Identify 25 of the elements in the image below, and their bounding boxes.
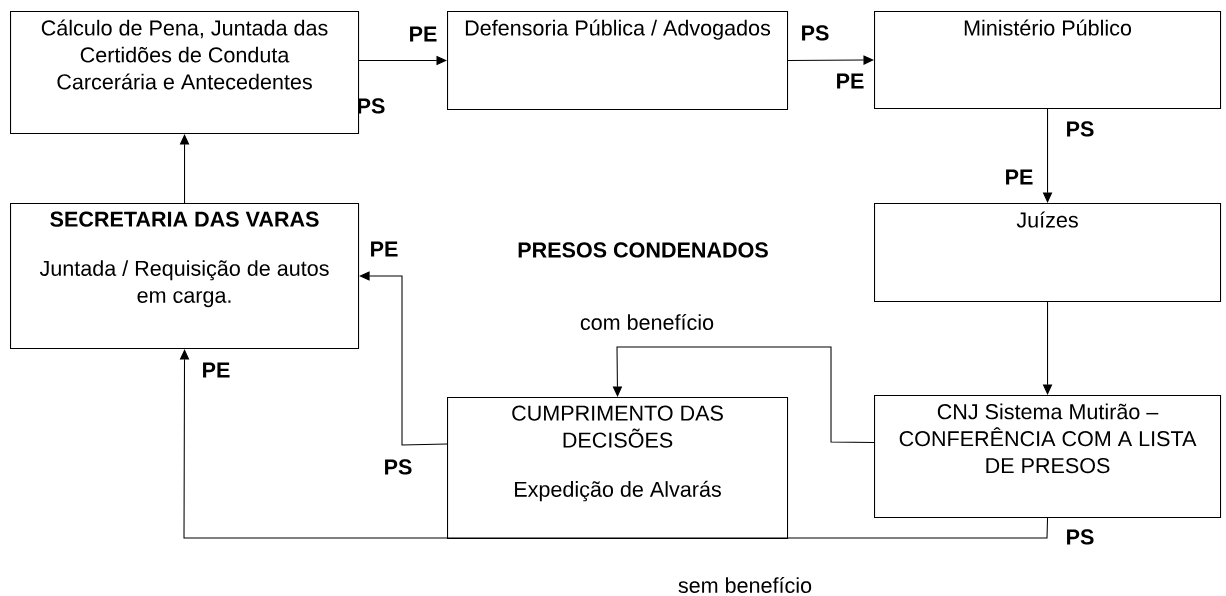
process-box: Ministério Público bbox=[874, 11, 1222, 110]
process-box: Cálculo de Pena, Juntada das Certidões de Conduta Carcerária e Antecedentes bbox=[10, 11, 360, 135]
flow-label: PS bbox=[385, 459, 412, 475]
arrow bbox=[179, 349, 1049, 539]
arrow bbox=[612, 346, 875, 444]
flow-label: PE bbox=[837, 73, 864, 89]
edge-label: sem benefício bbox=[676, 575, 814, 595]
process-box: CUMPRIMENTO DAS DECISÕES Expedição de Alvarás bbox=[447, 397, 789, 540]
flow-label: PS bbox=[802, 25, 829, 41]
heading: PRESOS CONDENADOS bbox=[518, 242, 768, 258]
flow-label: PS bbox=[1067, 121, 1094, 137]
arrow bbox=[358, 55, 447, 66]
arrow bbox=[359, 271, 448, 446]
arrow bbox=[787, 55, 874, 65]
flow-label: PE bbox=[1006, 169, 1033, 185]
process-box: Juízes bbox=[874, 203, 1222, 303]
process-box: Defensoria Pública / Advogados bbox=[447, 11, 789, 111]
process-box: CNJ Sistema Mutirão – CONFERÊNCIA COM A LISTA DE PRESOS bbox=[874, 395, 1222, 519]
process-box: SECRETARIA DAS VARAS Juntada / Requisição de autos em carga. bbox=[10, 203, 360, 350]
flow-label: PE bbox=[203, 362, 230, 378]
edge-label: com benefício bbox=[578, 312, 716, 332]
flow-label: PE bbox=[371, 241, 398, 257]
arrow bbox=[179, 134, 190, 204]
flow-label: PS bbox=[1067, 529, 1094, 545]
flow-label: PE bbox=[410, 26, 437, 42]
